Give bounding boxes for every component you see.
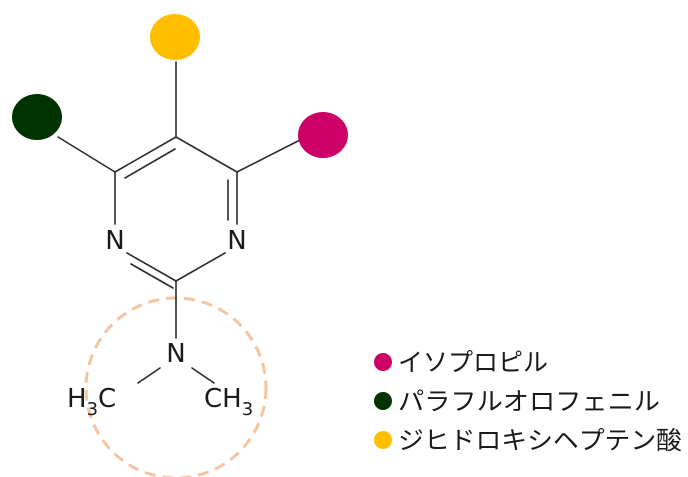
atom-methyl-left: H3C [67, 384, 116, 420]
bond-c5-c6 [114, 136, 177, 173]
bond-c5-c6-inner [124, 148, 176, 179]
legend: イソプロピル パラフルオロフェニル ジヒドロキシヘプテン酸 [374, 348, 682, 455]
legend-swatch-isopropyl [374, 353, 392, 371]
legend-label-isopropyl: イソプロピル [398, 348, 548, 377]
atom-n-left: N [105, 226, 124, 256]
bond-c5-c4 [175, 136, 238, 173]
atom-methyl-right: CH3 [204, 384, 253, 420]
substituent-dot-paraphenyl [12, 94, 62, 140]
pyrimidine-ring [114, 136, 238, 289]
methyl-left-c: C [98, 384, 116, 414]
legend-item-dihydroxy: ジヒドロキシヘプテン酸 [374, 426, 682, 455]
bond-n-methyl-left [137, 367, 161, 384]
bond-n-methyl-right [191, 367, 215, 384]
legend-item-isopropyl: イソプロピル [374, 348, 548, 377]
substituent-dot-dihydroxy [150, 14, 200, 60]
methyl-right-subscript: 3 [242, 399, 253, 420]
bond-c4-right-substituent [236, 139, 301, 173]
atom-n-amine: N [166, 339, 185, 369]
methyl-right-ch: CH [204, 384, 242, 414]
methyl-left-subscript: 3 [87, 399, 98, 420]
legend-swatch-dihydroxy [374, 431, 392, 449]
bond-n1-c2-inner [130, 263, 174, 289]
legend-label-paraphenyl: パラフルオロフェニル [398, 387, 660, 416]
atom-n-right: N [227, 226, 246, 256]
bond-c6-left-substituent [57, 136, 116, 173]
legend-label-dihydroxy: ジヒドロキシヘプテン酸 [398, 426, 682, 455]
legend-swatch-paraphenyl [374, 392, 392, 410]
methyl-left-h: H [67, 384, 87, 414]
bond-n3-c2 [175, 252, 226, 282]
substituent-dot-isopropyl [298, 112, 348, 158]
bond-n1-c2 [126, 252, 177, 282]
legend-item-paraphenyl: パラフルオロフェニル [374, 387, 660, 416]
